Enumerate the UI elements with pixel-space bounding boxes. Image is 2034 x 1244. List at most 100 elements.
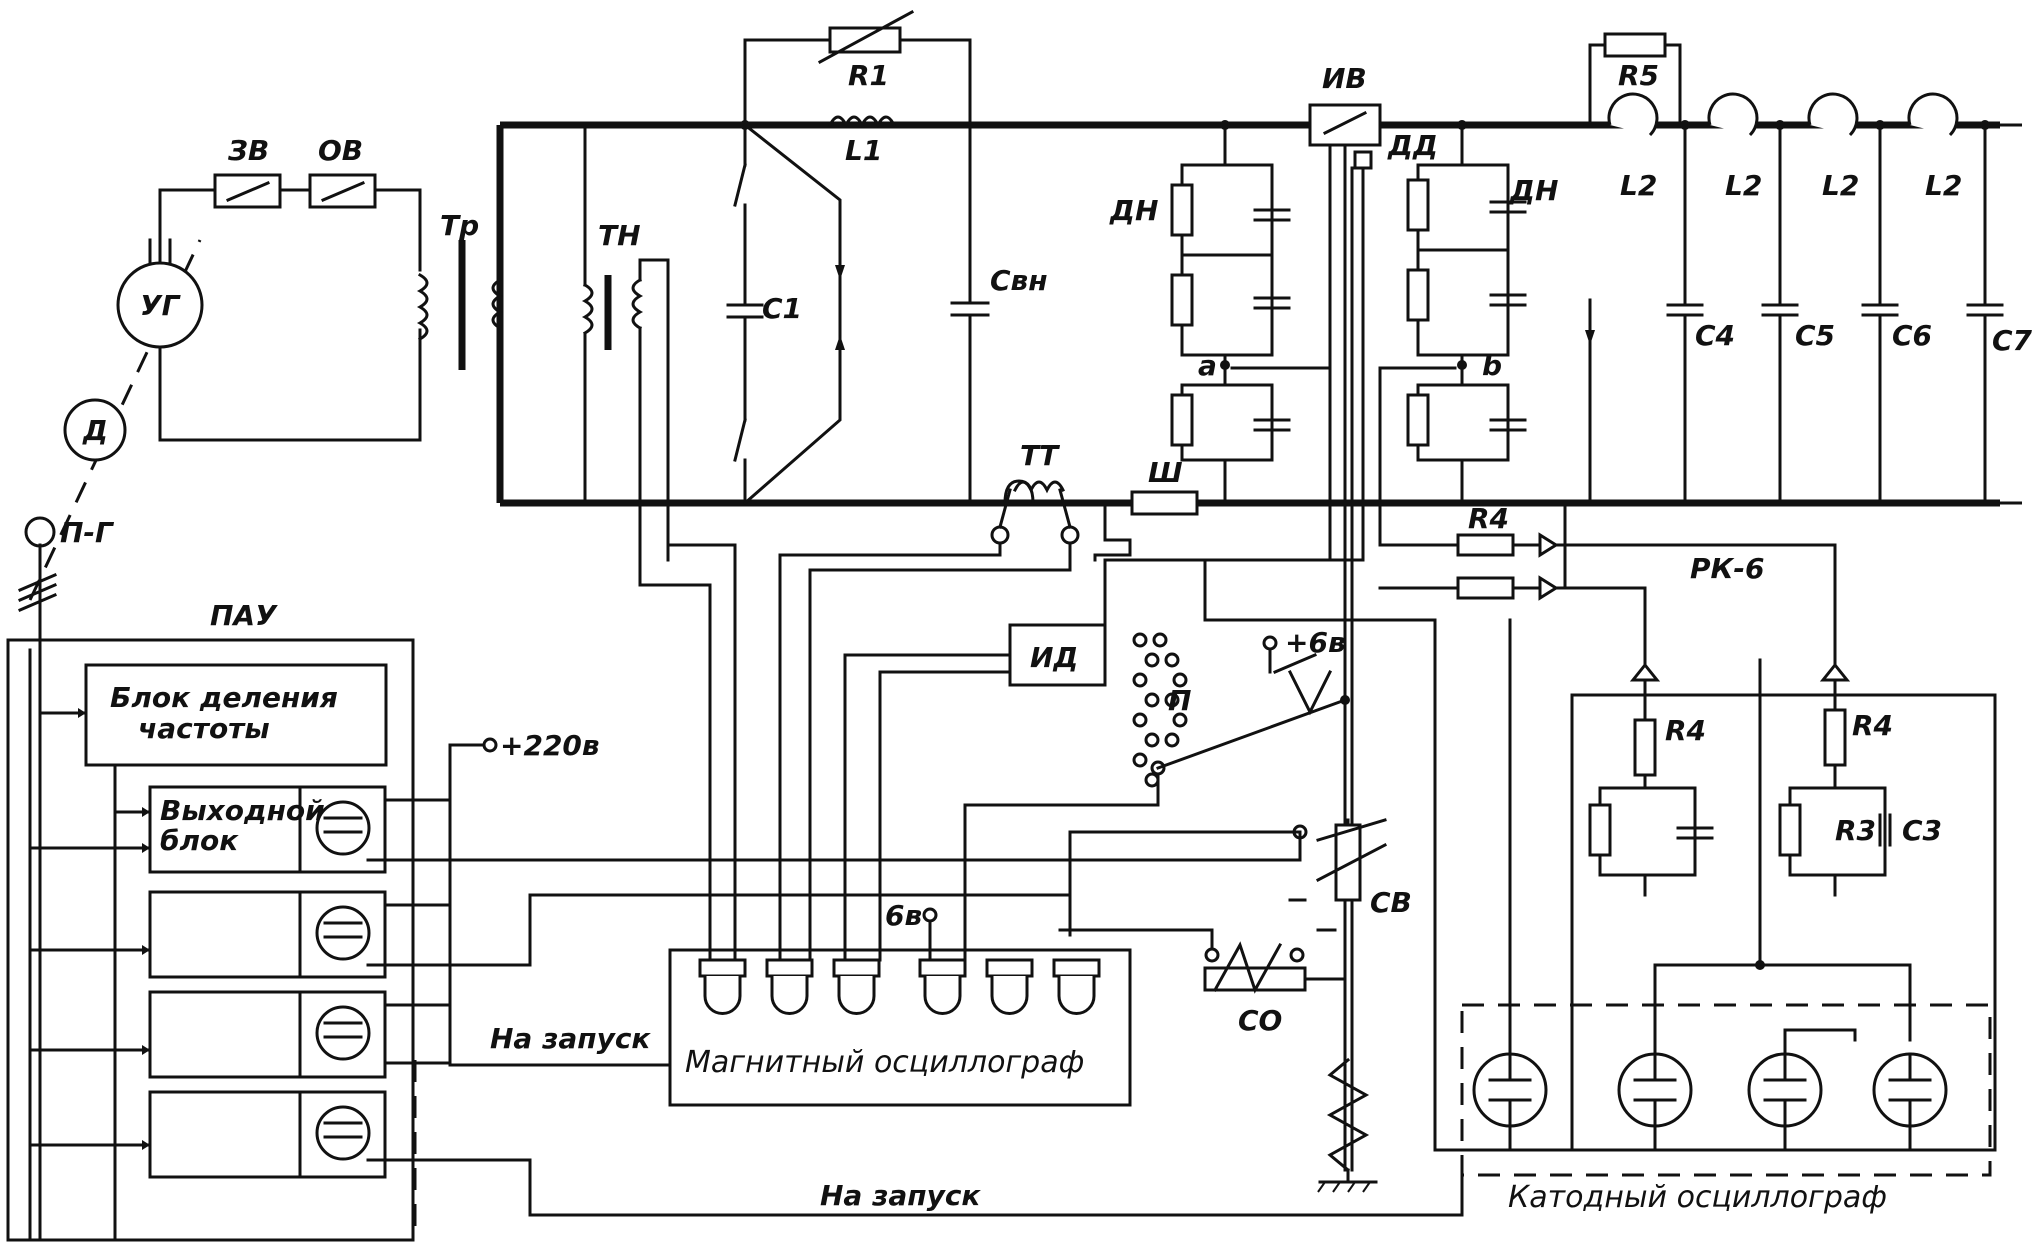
divider-dn-left: ДН a — [1109, 120, 1332, 562]
label-mag-osc: Магнитный осциллограф — [685, 1045, 1084, 1080]
label-a: a — [1198, 349, 1217, 382]
label-c3: C3 — [1902, 814, 1942, 847]
inductor-l2-2-icon — [1707, 92, 1759, 137]
galvanometer-6-icon — [1052, 958, 1101, 1015]
label-freq-block-l2: частоты — [138, 712, 270, 745]
label-r5: R5 — [1618, 59, 1659, 92]
galvanometer-1-icon — [698, 958, 747, 1015]
label-zv: ЗВ — [227, 134, 269, 167]
label-id: ИД — [1030, 641, 1078, 674]
relay-sv-coil-icon — [1334, 823, 1362, 902]
divider-dn-right: ДН b — [1378, 120, 1558, 547]
label-pg: П-Г — [60, 516, 115, 549]
label-l2-1: L2 — [1620, 169, 1657, 202]
galvanometer-5-icon — [985, 958, 1034, 1015]
block-freq-division — [84, 663, 388, 767]
label-c5: C5 — [1795, 319, 1835, 352]
label-rk6: РК-6 — [1690, 552, 1765, 585]
label-l2-2: L2 — [1725, 169, 1762, 202]
current-transformer-tt-icon — [1012, 480, 1066, 494]
tube-2-icon — [315, 905, 371, 961]
cvn-section: Cвн — [950, 123, 1048, 505]
label-out-block-l1: Выходной — [160, 794, 325, 827]
resistor-r5-icon — [1603, 32, 1667, 58]
label-cvn: Cвн — [990, 264, 1048, 297]
tn-section: ТН — [581, 123, 670, 562]
resistor-dn-left-1-icon — [1170, 183, 1194, 237]
label-r4-right: R4 — [1852, 709, 1893, 742]
transformer-tr-primary-icon — [416, 272, 429, 342]
label-c7: C7 — [1992, 324, 2033, 357]
label-r1: R1 — [848, 59, 889, 92]
label-b: b — [1482, 349, 1502, 382]
label-l2-4: L2 — [1925, 169, 1962, 202]
label-c6: C6 — [1892, 319, 1932, 352]
generator-section: УГ Д П-Г ЗВ ОВ Тр — [18, 134, 504, 612]
label-cathode-osc: Катодный осциллограф — [1508, 1180, 1887, 1215]
label-sh: Ш — [1148, 456, 1183, 489]
label-r4-left: R4 — [1665, 714, 1706, 747]
motor-d-icon — [63, 398, 127, 462]
main-bus — [496, 121, 2034, 507]
label-ug: УГ — [140, 289, 182, 322]
label-ov: ОВ — [318, 134, 363, 167]
label-c1: C1 — [762, 292, 802, 325]
label-r3: R3 — [1835, 814, 1876, 847]
label-l2-3: L2 — [1822, 169, 1859, 202]
label-sv: СВ — [1370, 886, 1412, 919]
tube-1-icon — [315, 800, 371, 856]
label-na-zapusk-1: На запуск — [490, 1022, 651, 1055]
label-pau: ПАУ — [210, 599, 278, 632]
label-iv: ИВ — [1322, 62, 1367, 95]
switch-iv-icon — [1308, 103, 1382, 147]
inductor-l2-4-icon — [1907, 92, 1959, 137]
resistor-r4-right-icon — [1823, 708, 1847, 767]
label-na-zapusk-2: На запуск — [820, 1179, 981, 1212]
cathode-oscilloscope: Катодный осциллограф — [1433, 618, 1997, 1215]
label-l1: L1 — [845, 134, 882, 167]
relay-section: СВ СО — [1058, 818, 1412, 1193]
label-so: СО — [1238, 1004, 1282, 1037]
shunt-sh-icon — [1130, 490, 1199, 516]
galvanometer-3-icon — [832, 958, 881, 1015]
tube-3-icon — [315, 1005, 371, 1061]
voltage-transformer-tn-icon — [581, 282, 594, 336]
r1-l1-section: R1 L1 — [743, 9, 972, 167]
label-dd: ДД — [1387, 129, 1438, 162]
pilot-generator-icon — [24, 516, 56, 548]
label-d: Д — [82, 414, 108, 447]
label-out-block-l2: блок — [160, 824, 239, 857]
resistor-r4-top-icon — [1456, 533, 1515, 557]
rk6-section: R4 РК-6 — [1378, 501, 1837, 667]
line-section: R5 L2 L2 L2 L2 C4 C5 C6 C7 — [1585, 32, 2033, 505]
pau-section: ПАУ Блок деления частоты Выходной блок — [6, 543, 600, 1242]
transformer-tr-secondary-icon — [491, 277, 504, 331]
label-tr: Тр — [440, 209, 479, 242]
resistor-r3-icon — [1778, 803, 1802, 857]
id-p-section: ИД П +6в — [843, 558, 1350, 937]
c1-section: C1 — [726, 120, 845, 506]
label-freq-block-l1: Блок деления — [110, 681, 338, 714]
label-tt: ТТ — [1020, 439, 1060, 472]
label-plus220v: +220в — [500, 729, 600, 762]
spring-icon — [1326, 1057, 1370, 1173]
block-id-icon — [1008, 623, 1107, 687]
inductor-l2-1-icon — [1607, 92, 1659, 137]
label-p: П — [1168, 684, 1191, 717]
label-tn: ТН — [598, 219, 641, 252]
label-c4: C4 — [1695, 319, 1735, 352]
resistor-dn-left-2-icon — [1170, 273, 1194, 327]
galvanometer-2-icon — [765, 958, 814, 1015]
potentiometer-p-icon — [1132, 632, 1188, 788]
label-r4-top: R4 — [1468, 502, 1509, 535]
inductor-l2-3-icon — [1807, 92, 1859, 137]
label-dn-left: ДН — [1109, 194, 1158, 227]
label-dn-right: ДН — [1509, 174, 1558, 207]
galvanometer-4-icon — [918, 958, 967, 1015]
label-6v: 6в — [885, 899, 922, 932]
resistor-r4-left-icon — [1633, 718, 1657, 777]
tube-4-icon — [315, 1105, 371, 1161]
trigger-wires: На запуск На запуск — [366, 830, 1464, 1217]
inductor-l1-icon — [827, 115, 897, 129]
